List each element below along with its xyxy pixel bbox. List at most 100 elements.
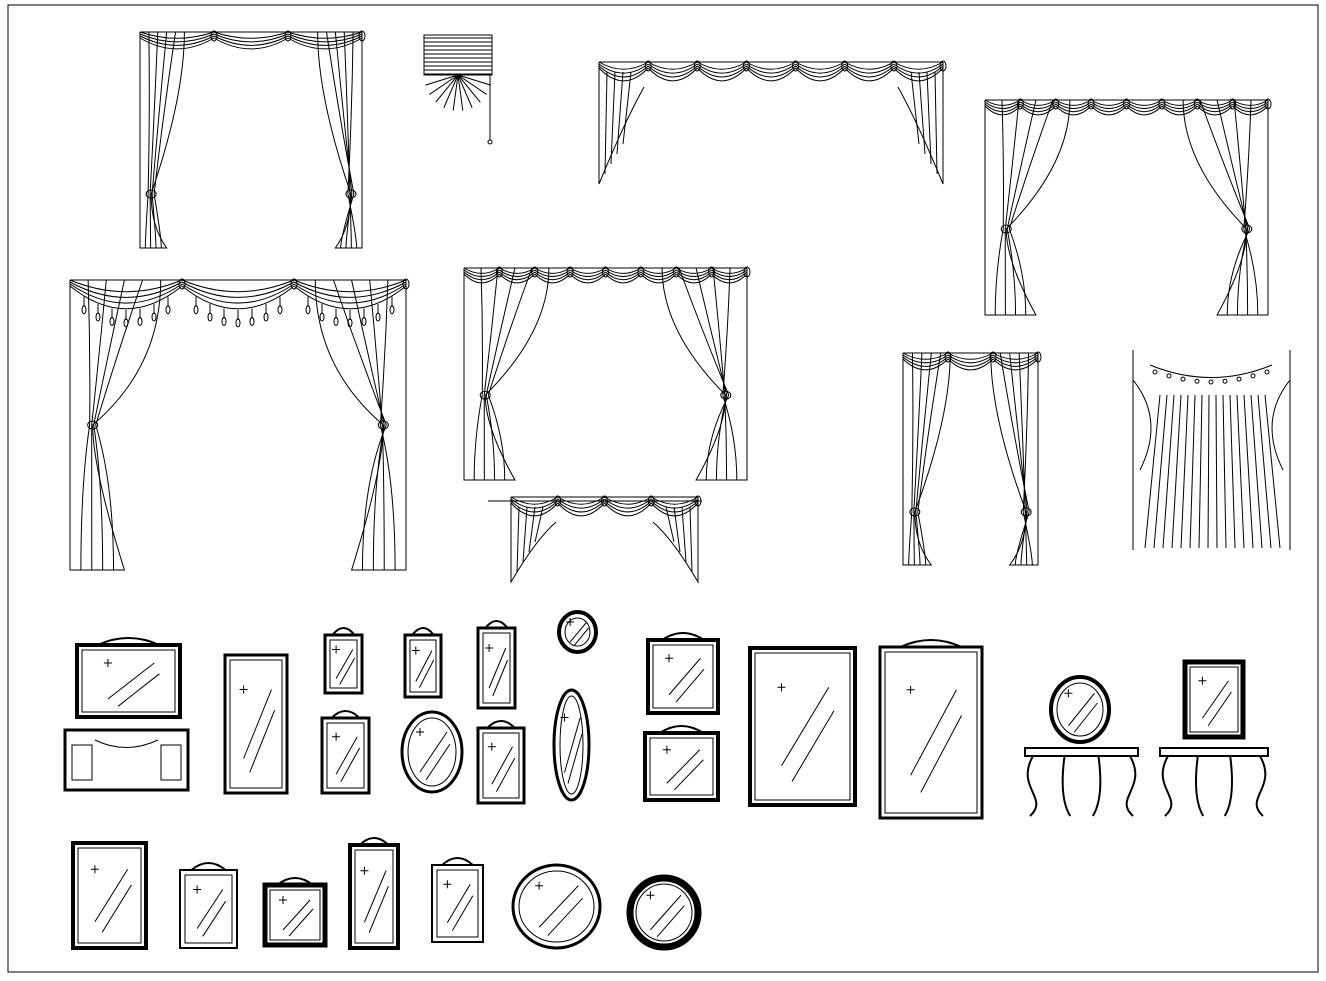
- fringe-tassel: [110, 317, 114, 325]
- curtain-fold: [380, 425, 395, 570]
- swag-fold: [641, 268, 676, 273]
- swag-fold: [182, 282, 294, 297]
- fringe-tassel: [376, 313, 380, 321]
- mirror-glass: [355, 850, 393, 943]
- curtain-fold: [148, 32, 149, 194]
- pleat-line: [1208, 395, 1209, 548]
- pleat-line: [1223, 395, 1226, 548]
- reflection-line: [568, 734, 582, 784]
- swag-fold: [182, 286, 294, 309]
- vanity-dresser-mirror: [65, 638, 188, 790]
- curtain-panel: [464, 268, 549, 480]
- tassel: [1223, 379, 1227, 383]
- mirror-frame: [405, 635, 441, 697]
- pleat-line: [1251, 395, 1262, 548]
- fringe-tassel: [152, 313, 156, 321]
- curtain-fold: [916, 512, 920, 565]
- swag-fold: [499, 274, 534, 283]
- swag-fold: [845, 66, 894, 77]
- reflection-line: [419, 660, 433, 688]
- jabot-fold: [935, 72, 937, 174]
- swag-fold: [648, 64, 697, 73]
- fringe-tassel: [334, 317, 338, 325]
- mirror-glass: [437, 870, 478, 937]
- curtain-fold: [909, 512, 912, 565]
- curtain-fold: [1007, 229, 1015, 315]
- blind-fan: [458, 75, 480, 102]
- swag-fold: [294, 282, 406, 297]
- jabot-fold: [623, 72, 631, 144]
- swag-fold: [697, 68, 746, 81]
- swag-fold: [1233, 100, 1268, 105]
- jabot-fold: [523, 507, 527, 562]
- swag-fold: [605, 503, 652, 516]
- swag-fold: [214, 38, 288, 49]
- mirror-oval-tall: [554, 690, 589, 800]
- reflection-line: [492, 747, 513, 785]
- mirror-frame: [322, 718, 369, 793]
- mirror-glass: [653, 645, 713, 708]
- mirror-frame: [630, 878, 698, 947]
- swag-fold: [796, 62, 845, 69]
- curtain-fold: [1005, 100, 1019, 229]
- dresser-apron: [95, 740, 158, 748]
- jabot-fold: [682, 507, 686, 562]
- tassel: [1195, 379, 1199, 383]
- swag-fold: [1127, 106, 1162, 115]
- swag-fold: [214, 34, 288, 42]
- jabot-fold: [674, 507, 680, 552]
- curtain-fold: [380, 280, 388, 425]
- curtain-fold: [488, 268, 532, 395]
- fringe-tassel: [362, 317, 366, 325]
- swag-fold: [651, 497, 698, 504]
- mirror-frame: [402, 712, 462, 792]
- curtain-fold: [81, 425, 90, 570]
- tieback: [346, 190, 356, 198]
- reflection-line: [289, 909, 313, 936]
- jabot: [511, 497, 556, 582]
- jabot: [898, 62, 943, 184]
- fringe-tassel: [166, 306, 170, 314]
- swag-fold: [288, 38, 362, 49]
- swag-fold: [1197, 100, 1232, 105]
- swag-fold: [796, 68, 845, 81]
- reflection-line: [667, 750, 700, 784]
- reflection-line: [489, 648, 506, 688]
- curtain-fold: [348, 32, 353, 194]
- reflection-line: [565, 718, 581, 773]
- mirror-small-1: [325, 628, 362, 693]
- swag-fold: [903, 355, 948, 363]
- fringe-tassel: [306, 306, 310, 314]
- reflection-line: [420, 732, 447, 772]
- sparkle-icon: [332, 646, 340, 654]
- sparkle-icon: [907, 686, 915, 694]
- swag-fold: [140, 38, 214, 49]
- mirror-frame: [559, 612, 596, 652]
- tassel: [1251, 374, 1255, 378]
- curtain-fold: [326, 32, 353, 194]
- curtain-fold: [1217, 100, 1248, 229]
- tieback: [88, 421, 98, 429]
- reflection-line: [674, 760, 703, 790]
- curtain-panel: [662, 268, 747, 480]
- pleat-line: [1237, 395, 1244, 548]
- mirror-frame: [432, 865, 483, 942]
- reflection-line: [657, 906, 684, 937]
- mirror-frame: [1051, 677, 1109, 742]
- reflection-line: [340, 658, 355, 684]
- fringe-tassel: [264, 313, 268, 321]
- swag-fold: [140, 32, 214, 38]
- tassel: [1181, 377, 1185, 381]
- sparkle-icon: [778, 683, 786, 691]
- mirror-frame: [77, 645, 180, 717]
- swag-fold: [1162, 106, 1197, 115]
- curtain-fold: [373, 425, 384, 570]
- swag-fold: [182, 280, 294, 292]
- sparkle-icon: [561, 714, 569, 722]
- reflection-line: [250, 710, 275, 772]
- curtain-fold: [1227, 229, 1250, 315]
- mirror-glass: [636, 884, 692, 941]
- curtain-fold: [1025, 512, 1026, 565]
- curtain-fold: [94, 280, 125, 425]
- swag-fold: [796, 66, 845, 77]
